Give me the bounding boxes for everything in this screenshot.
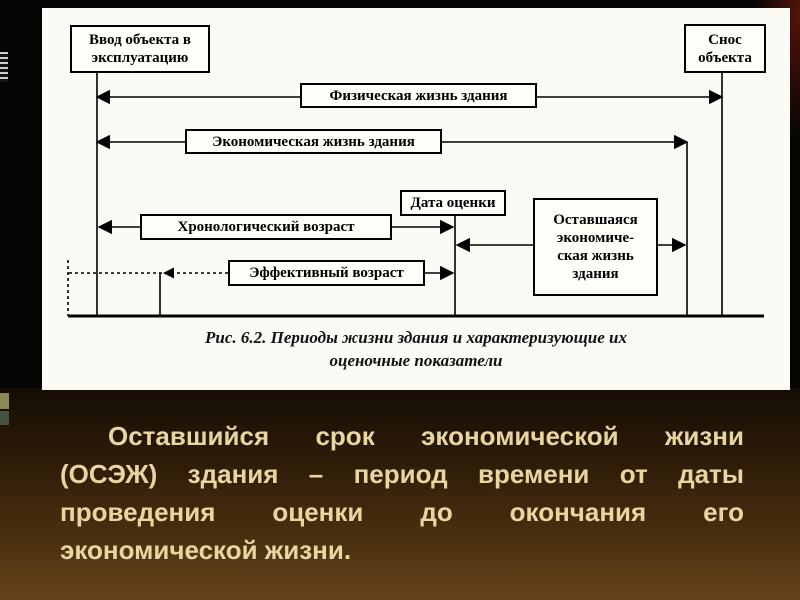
diagram-panel: Ввод объекта в эксплуатацию Снос объекта… <box>42 8 790 390</box>
slide-bottom-gradient <box>0 388 800 600</box>
figure-caption-line2: оценочные показатели <box>329 351 503 370</box>
body-line-4: экономической жизни. <box>60 535 352 565</box>
edge-square-green <box>0 411 9 425</box>
box-remaining-economic-life: Оставшаяся экономиче- ская жизнь здания <box>533 198 658 296</box>
box-valuation-date: Дата оценки <box>400 190 506 216</box>
body-line-3: проведения оценки до окончания его <box>60 497 744 527</box>
box-chronological-age: Хронологический возраст <box>140 214 392 240</box>
box-economic-life: Экономическая жизнь здания <box>185 129 442 154</box>
body-line-2: (ОСЭЖ) здания – период времени от даты <box>60 459 744 489</box>
figure-caption-line1: Рис. 6.2. Периоды жизни здания и характе… <box>205 328 627 347</box>
figure-caption: Рис. 6.2. Периоды жизни здания и характе… <box>42 326 790 372</box>
body-line-1: Оставшийся срок экономической жизни <box>108 421 744 451</box>
box-effective-age: Эффективный возраст <box>228 260 425 286</box>
slide-body-paragraph: Оставшийся срок экономической жизни (ОСЭ… <box>60 417 744 569</box>
edge-barcode-decoration <box>0 52 8 82</box>
box-demolition: Снос объекта <box>684 24 766 73</box>
box-commissioning: Ввод объекта в эксплуатацию <box>70 25 210 73</box>
box-physical-life: Физическая жизнь здания <box>300 83 537 108</box>
edge-square-olive <box>0 393 9 409</box>
effective-age-left-arrowhead <box>163 267 174 279</box>
